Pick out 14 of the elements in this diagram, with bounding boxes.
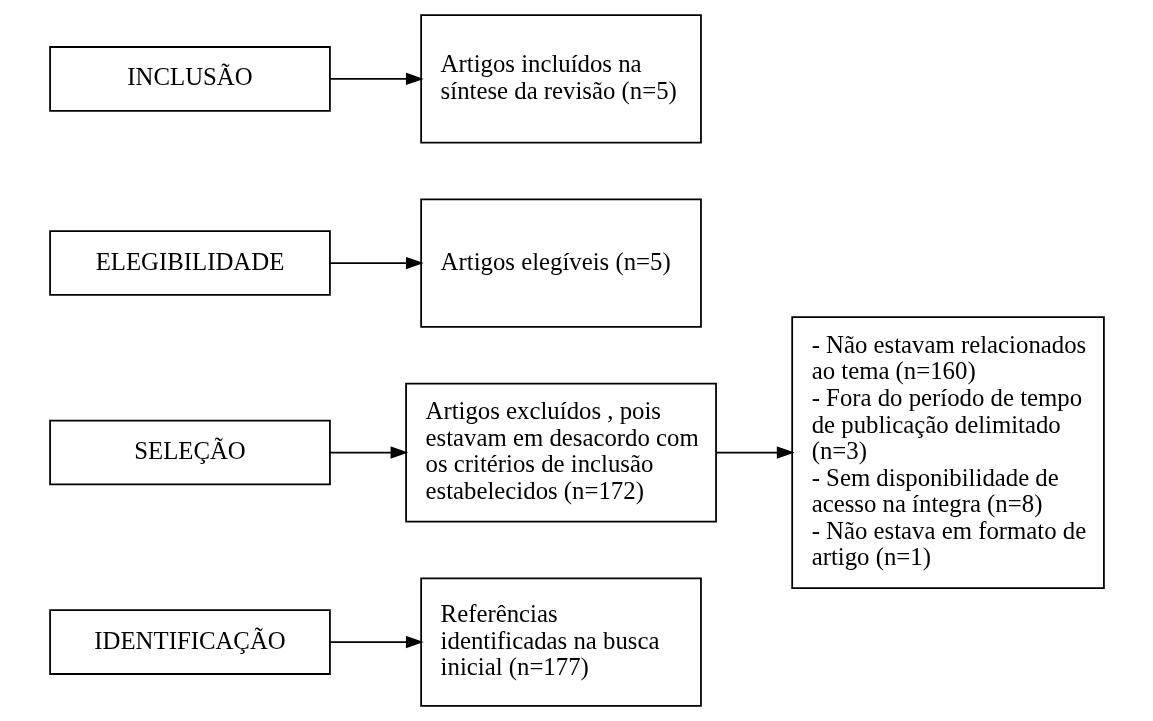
node-box: INCLUSÃO [48,46,331,112]
node-box: Referências identificadas na busca inicial (n=177) [419,577,702,707]
node-box: Artigos elegíveis (n=5) [419,198,702,328]
node-box: ELEGIBILIDADE [48,230,331,296]
node-box: Artigos incluídos na síntese da revisão (n=5) [419,14,702,144]
node-box: - Não estavam relacionados ao tema (n=160) - Fora do período de tempo de publicação delimitado (n=3) - Sem disponibilidade de acesso na íntegra (n=8) - Não estava em formato de artigo (n=1) [790,316,1105,589]
node-box: IDENTIFICAÇÃO [48,609,331,675]
node-box: SELEÇÃO [48,419,331,486]
node-box: Artigos excluídos , pois estavam em desacordo com os critérios de inclusão estabelecidos (n=172) [404,382,717,523]
arrow [715,446,795,459]
arrow [328,635,424,649]
arrow [328,256,424,270]
arrow [328,72,424,86]
arrow [328,446,408,459]
